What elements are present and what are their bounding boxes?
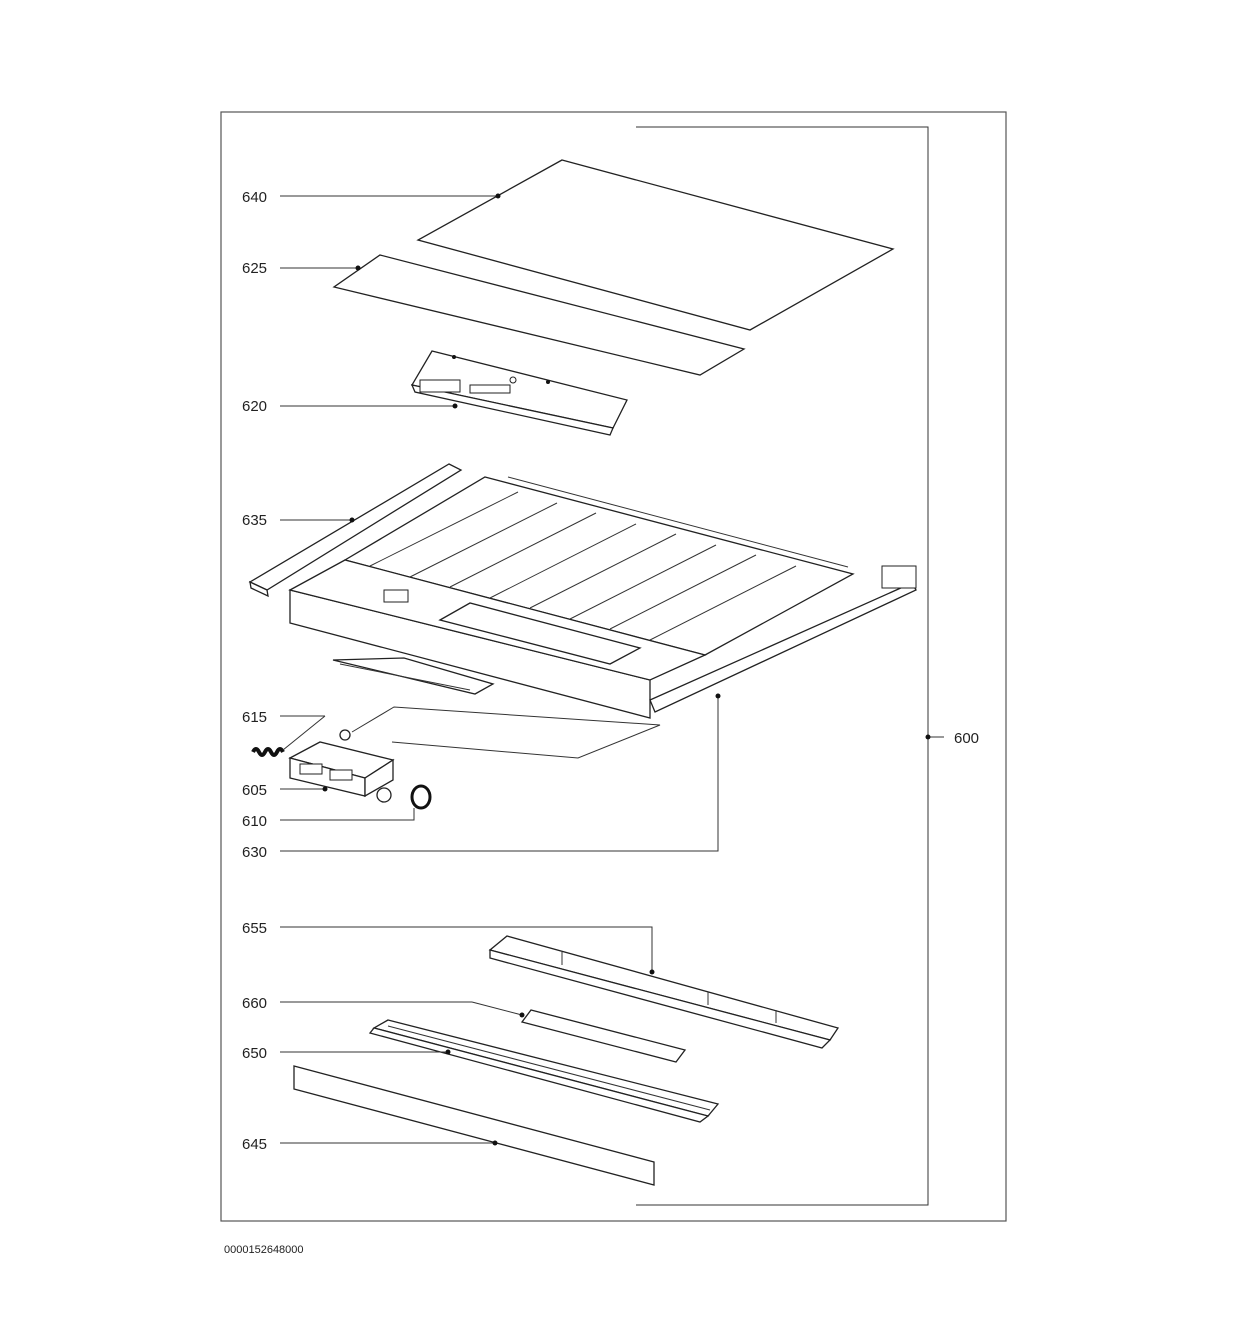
part-615-spring	[251, 715, 326, 757]
label-635: 635	[242, 512, 267, 529]
drawing-code: 0000152648000	[224, 1244, 304, 1256]
label-625: 625	[242, 260, 267, 277]
label-660: 660	[242, 995, 267, 1012]
label-630: 630	[242, 844, 267, 861]
label-650: 650	[242, 1045, 267, 1062]
part-655-rear-rail	[280, 926, 840, 1049]
part-620-control-housing	[280, 350, 628, 436]
part-645-trim-strip	[280, 1065, 655, 1186]
diagram-frame	[220, 111, 1007, 1222]
label-615: 615	[242, 709, 267, 726]
part-650-front-rail	[280, 1019, 720, 1123]
part-640-top-glass	[280, 159, 895, 331]
label-605: 605	[242, 782, 267, 799]
part-625-inner-glass	[280, 254, 746, 376]
label-640: 640	[242, 189, 267, 206]
part-610-knob	[280, 784, 432, 821]
part-660-bar	[280, 1001, 687, 1063]
label-600: 600	[954, 730, 979, 747]
leader-630	[280, 693, 721, 852]
part-605-switch-block	[280, 729, 395, 803]
label-610: 610	[242, 813, 267, 830]
label-655: 655	[242, 920, 267, 937]
label-620: 620	[242, 398, 267, 415]
assembly-bracket-600	[636, 126, 944, 1206]
part-635-side-strip	[248, 463, 463, 598]
label-645: 645	[242, 1136, 267, 1153]
part-main-frame-assembly	[288, 476, 917, 759]
